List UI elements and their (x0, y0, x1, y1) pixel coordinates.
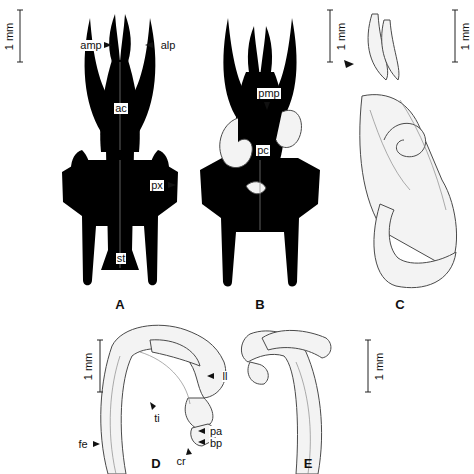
part-label: st (116, 253, 127, 264)
part-label: amp (79, 40, 102, 51)
part-label: pmp (257, 88, 280, 99)
panel-letter: D (151, 457, 160, 470)
pointer-arrowheads (93, 42, 354, 455)
part-label: pc (256, 145, 270, 156)
scale-label: 1 mm (5, 22, 16, 50)
scale-label: 1 mm (84, 352, 95, 380)
part-label: ti (153, 413, 161, 424)
scale-label: 1 mm (375, 352, 386, 380)
scale-label: 1 mm (461, 22, 472, 50)
figure-c-lateral (360, 14, 457, 288)
part-label: cr (175, 456, 186, 467)
panel-letter: E (304, 457, 313, 470)
panel-letter: A (115, 298, 124, 311)
part-label: fe (77, 439, 88, 450)
part-label: alp (160, 40, 177, 51)
figure-d-aedeagus-lateral (101, 325, 226, 474)
figure-a-dorsal (62, 14, 178, 285)
scale-label: 1 mm (337, 22, 348, 50)
panel-letter: C (395, 298, 404, 311)
figure-e-aedeagus-lateral (241, 330, 331, 474)
part-label: px (150, 180, 164, 191)
panel-letter: B (255, 298, 264, 311)
part-label: bp (209, 438, 223, 449)
part-label: pa (209, 426, 223, 437)
part-label: ll (222, 371, 229, 382)
scale-bars (17, 10, 458, 392)
figure-b-ventral (200, 18, 320, 287)
part-label: ac (114, 103, 128, 114)
